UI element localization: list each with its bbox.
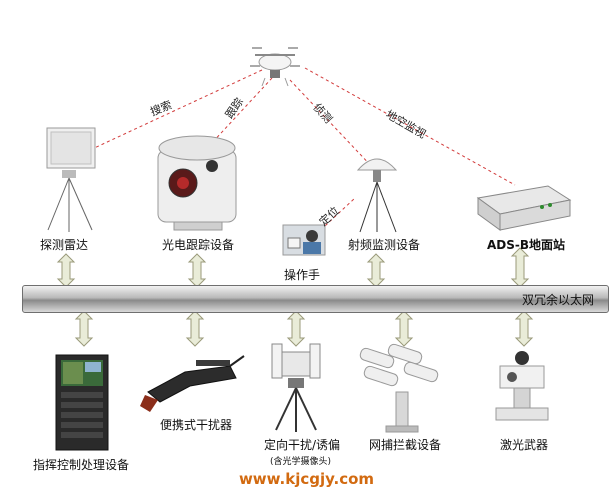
net-capture-label: 网捕拦截设备 — [369, 438, 442, 452]
air-ground-monitor-link-line — [304, 67, 516, 186]
directional-jammer-icon — [271, 343, 321, 432]
radar-label: 探测雷达 — [40, 238, 89, 252]
portable-jammer-bus-arrow — [185, 310, 205, 347]
eo-tracker-bus-arrow — [187, 253, 207, 288]
ethernet-bus-label: 双冗余以太网 — [521, 293, 594, 307]
directional-jammer-note: (含光学摄像头) — [270, 457, 332, 467]
eo-tracker-icon — [157, 135, 237, 231]
ethernet-bus: 双冗余以太网 — [22, 285, 609, 313]
directional-jammer-label: 定向干扰/诱偏 — [264, 438, 341, 452]
rf-monitor-icon — [356, 158, 398, 233]
adsb-bus-arrow — [510, 247, 530, 288]
portable-jammer-icon — [140, 355, 245, 412]
laser-bus-arrow — [514, 310, 534, 347]
operator-label: 操作手 — [284, 268, 321, 282]
command-unit-icon — [55, 354, 109, 451]
adsb-station-icon — [476, 185, 572, 231]
directional-jammer-bus-arrow — [286, 310, 306, 347]
eo-tracker-label: 光电跟踪设备 — [162, 238, 235, 252]
portable-jammer-label: 便携式干扰器 — [160, 418, 233, 432]
command-unit-label: 指挥控制处理设备 — [33, 458, 130, 472]
operator-photo — [282, 224, 326, 256]
rf-monitor-bus-arrow — [366, 253, 386, 288]
detect-link-line — [289, 79, 376, 171]
drone-icon — [250, 47, 300, 87]
net-capture-icon — [359, 343, 439, 433]
radar-bus-arrow — [56, 253, 76, 288]
net-capture-bus-arrow — [394, 310, 414, 347]
search-link-line — [89, 69, 263, 151]
rf-monitor-label: 射频监测设备 — [348, 238, 421, 252]
adsb-station-label: ADS-B地面站 — [487, 238, 566, 252]
locate-link-line — [311, 197, 356, 239]
website-watermark: www.kjcgjy.com — [238, 470, 375, 488]
command-bus-arrow — [74, 310, 94, 347]
radar-device-icon — [46, 127, 96, 232]
laser-weapon-label: 激光武器 — [500, 438, 549, 452]
laser-weapon-icon — [495, 351, 549, 421]
